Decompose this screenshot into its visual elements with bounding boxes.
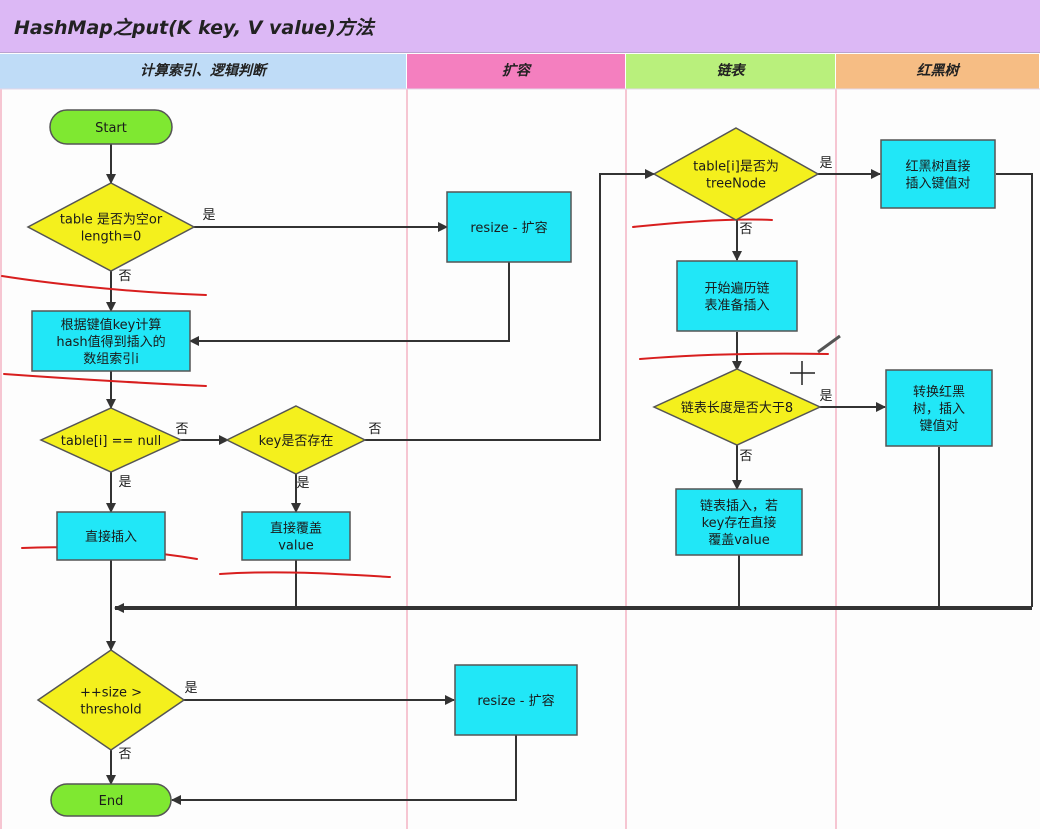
node-shape [26,182,196,272]
connectors [106,143,1033,805]
edge-label-no: 否 [118,747,131,762]
node-resize1: resize - 扩容 [446,191,572,263]
node-shape [39,407,183,473]
node-shape [225,405,367,475]
edge-label-no: 否 [368,422,381,437]
lane-header-resize: 扩容 [407,54,626,89]
node-table-empty: table 是否为空or length=0 [26,182,196,272]
lane-label: 链表 [716,63,745,79]
edge-label-yes: 是 [184,681,197,696]
pen-cursor-icon [790,334,841,385]
lane-header-linked-list: 链表 [626,54,836,89]
node-label: Start [95,121,127,136]
node-table-i-null: table[i] == null [39,407,183,473]
lane-label: 红黑树 [916,63,959,79]
edge-label-yes: 是 [296,476,309,491]
edge-key-exists-no-to-tree-node [365,169,655,441]
edge-label-no: 否 [118,269,131,284]
node-label: 树，插入 [913,402,965,417]
page-title: HashMap之put(K key, V value)方法 [14,17,374,39]
node-label: 根据键值key计算 [61,317,162,333]
node-label: value [278,539,314,554]
node-label: 覆盖value [708,533,770,548]
edge-label-yes: 是 [819,389,832,404]
node-start: Start [49,109,173,145]
node-label: 直接覆盖 [270,521,322,537]
node-label: treeNode [706,177,766,192]
edge-label-yes: 是 [118,475,131,490]
edge-label-yes: 是 [819,156,832,171]
node-label: table[i] == null [61,434,161,449]
node-len-gt8: 链表长度是否大于8 [652,368,822,446]
node-label: hash值得到插入的 [56,334,165,350]
node-shape [880,139,996,209]
node-shape [31,310,191,372]
node-end: End [50,783,172,817]
node-label: 红黑树直接 [905,159,970,175]
node-label: threshold [80,703,141,718]
edge-label-no: 否 [739,449,752,464]
node-label: key存在直接 [702,515,777,531]
node-label: 链表长度是否大于8 [681,400,793,416]
node-label: resize - 扩容 [470,220,547,236]
edge-resize-to-calc [189,262,510,346]
node-tree-node: table[i]是否为 treeNode [652,127,820,221]
node-label: table[i]是否为 [693,160,779,175]
node-shape [676,260,798,332]
node-label: table 是否为空or [60,213,163,228]
node-shape [50,783,172,817]
node-label: 链表插入，若 [700,498,778,514]
node-shape [652,368,822,446]
node-label: End [99,794,124,809]
edge-label-yes: 是 [202,208,215,223]
lane-separators [0,88,1040,829]
node-label: 插入键值对 [905,176,970,192]
node-shape [675,488,803,556]
node-direct-insert: 直接插入 [56,511,166,561]
node-label: 表准备插入 [704,298,769,314]
node-shape [36,649,186,751]
node-shape [49,109,173,145]
node-shape [56,511,166,561]
node-shape [652,127,820,221]
node-label: 开始遍历链 [704,281,769,297]
node-label: resize - 扩容 [477,693,554,709]
node-key-exists: key是否存在 [225,405,367,475]
edge-resize2-to-end [171,734,517,805]
node-shape [454,664,578,736]
lane-header-red-black-tree: 红黑树 [836,54,1040,89]
node-label: 数组索引i [83,352,139,367]
lane-header-compute: 计算索引、逻辑判断 [0,54,407,89]
node-label: 直接插入 [85,529,137,545]
node-shape [885,369,993,447]
lane-label: 扩容 [502,63,530,79]
node-label: length=0 [81,230,142,245]
edge-label-no: 否 [739,222,752,237]
edge-rb-insert-to-merge [996,173,1033,607]
node-shape [446,191,572,263]
node-label: ++size > [80,686,142,701]
node-label: 转换红黑 [913,384,965,400]
node-resize2: resize - 扩容 [454,664,578,736]
lane-label: 计算索引、逻辑判断 [140,63,266,79]
node-shape [241,511,351,561]
node-overwrite: 直接覆盖 value [241,511,351,561]
edge-label-no: 否 [175,422,188,437]
node-size-check: ++size > threshold [36,649,186,751]
node-label: 键值对 [919,418,958,434]
title-bar: HashMap之put(K key, V value)方法 [0,0,1040,53]
node-label: key是否存在 [259,434,334,449]
